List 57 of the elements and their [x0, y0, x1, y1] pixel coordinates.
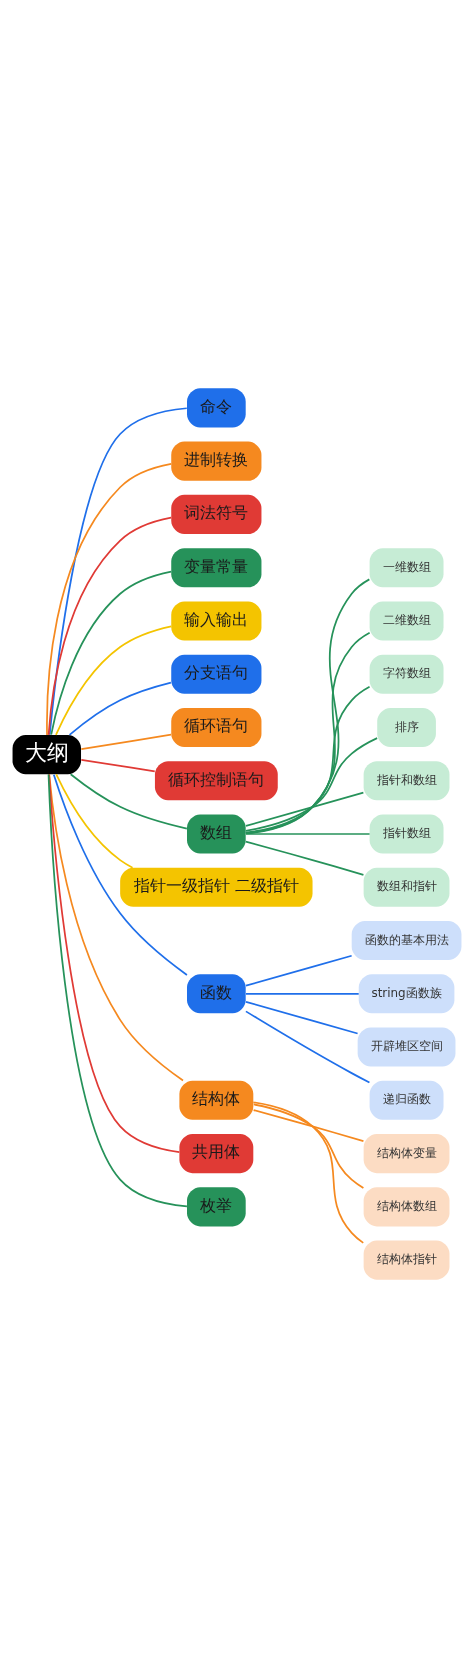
node-box: 大纲 [12, 735, 81, 775]
node-box: 循环控制语句 [154, 761, 278, 801]
node-box: 排序 [377, 707, 436, 748]
connector [47, 773, 188, 1208]
node-box: 共用体 [179, 1134, 254, 1174]
connector [252, 1101, 365, 1244]
node-box: 词法符号 [171, 494, 262, 534]
node-box: 命令 [187, 388, 246, 428]
node-box: 数组和指针 [363, 867, 450, 907]
connector [244, 840, 365, 876]
connector [47, 516, 172, 736]
node-box: 递归函数 [369, 1080, 444, 1120]
connector [46, 463, 173, 736]
connector [245, 1010, 371, 1084]
connector [244, 632, 371, 835]
connector [252, 1103, 365, 1189]
node-box: 函数的基本用法 [351, 920, 462, 961]
node-box: 指针数组 [369, 814, 444, 854]
connector [244, 685, 371, 834]
node-box: 函数 [187, 974, 246, 1014]
node-box: 数组 [187, 814, 246, 854]
connector [48, 407, 188, 736]
node-box: 字符数组 [369, 654, 444, 694]
connector [80, 759, 156, 773]
node-box: 结构体变量 [363, 1134, 450, 1174]
node-box: 指针和数组 [363, 761, 450, 801]
connector [80, 733, 172, 751]
connector [55, 773, 134, 869]
node-box: 结构体 [179, 1080, 254, 1120]
connector [48, 773, 181, 1154]
node-box: 分支语句 [171, 654, 262, 694]
node-box: 循环语句 [171, 707, 262, 748]
connector [52, 773, 188, 976]
node-box: 进制转换 [171, 441, 262, 481]
connector [252, 1109, 365, 1142]
connector [68, 681, 172, 736]
connector [245, 992, 360, 995]
node-box: 输入输出 [171, 601, 262, 641]
node-box: 结构体指针 [363, 1240, 450, 1280]
connector [245, 791, 365, 827]
node-box: 开辟堆区空间 [357, 1027, 456, 1067]
node-box: string函数族 [358, 974, 455, 1014]
node-box: 一维数组 [369, 548, 444, 588]
node-box: 变量常量 [171, 548, 262, 588]
connector [245, 833, 371, 835]
connector [245, 954, 353, 987]
connector [55, 625, 173, 736]
node-box: 枚举 [187, 1187, 246, 1227]
connector [245, 578, 371, 835]
connector [244, 737, 378, 832]
node-box: 指针一级指针 二级指针 [120, 867, 313, 907]
connector [50, 570, 173, 736]
connector [69, 773, 188, 830]
node-box: 结构体数组 [363, 1187, 450, 1227]
connector [48, 773, 184, 1082]
connector [245, 1001, 359, 1035]
node-box: 二维数组 [369, 601, 444, 641]
